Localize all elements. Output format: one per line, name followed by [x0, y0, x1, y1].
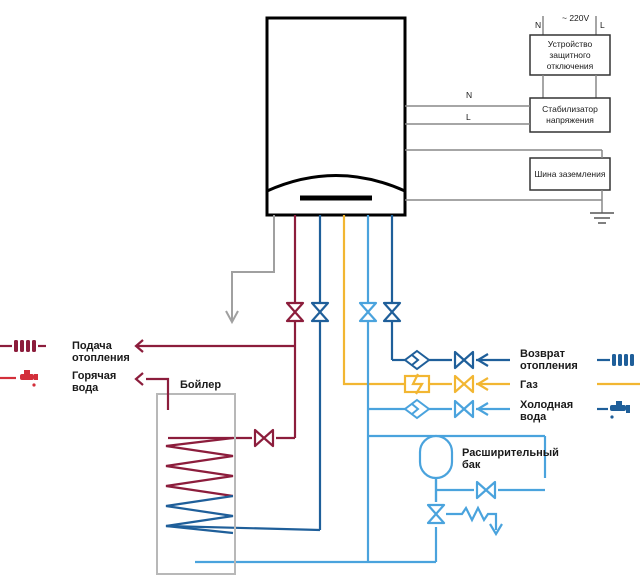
hot-water-label-2: вода: [72, 382, 99, 394]
condensate-drain: [225, 215, 275, 325]
cold-water-label-2: вода: [520, 411, 547, 423]
heating-return-label-2: отопления: [520, 360, 578, 372]
electrical-supply: ~ 220V N L Устройство защитного отключен…: [405, 13, 614, 224]
ground-icon: [590, 212, 614, 224]
ground-bus-label: Шина заземления: [535, 169, 606, 179]
n-input-label: N: [535, 20, 541, 30]
faucet-icon: [0, 370, 38, 387]
valve-icon[interactable]: [253, 428, 275, 448]
valve-icon[interactable]: [453, 399, 475, 419]
heating-return-label-1: Возврат: [520, 348, 566, 360]
valve-icon[interactable]: [382, 301, 402, 323]
l-output-label: L: [466, 112, 471, 122]
cold-water-line: [195, 215, 547, 564]
gas-boiler-unit: [265, 16, 407, 217]
gas-label: Газ: [520, 379, 538, 391]
valve-icon[interactable]: [426, 503, 446, 525]
l-input-label: L: [600, 20, 605, 30]
valve-icon[interactable]: [453, 374, 475, 394]
heating-supply-label-1: Подача: [72, 340, 113, 352]
radiator-icon: [597, 354, 634, 366]
hot-water-line: [134, 372, 170, 410]
heating-supply-line: [134, 215, 297, 440]
expansion-tank-label-1: Расширительный: [462, 447, 559, 459]
rcd-label-3: отключения: [547, 61, 594, 71]
expansion-tank-label-2: бак: [462, 459, 481, 471]
cold-water-label-1: Холодная: [520, 399, 573, 411]
heating-return-line: [318, 215, 510, 530]
boiler-tank: [156, 393, 236, 575]
radiator-icon: [0, 340, 46, 352]
n-output-label: N: [466, 90, 472, 100]
rcd-label-2: защитного: [549, 50, 591, 60]
valve-icon[interactable]: [475, 480, 497, 500]
rcd-label-1: Устройство: [548, 39, 593, 49]
filter-icon: [404, 399, 430, 419]
boiler-coil: [165, 436, 321, 535]
faucet-icon: [597, 401, 630, 419]
stabilizer-label-1: Стабилизатор: [542, 104, 598, 114]
stabilizer-label-2: напряжения: [546, 115, 594, 125]
heating-supply-label-2: отопления: [72, 352, 130, 364]
rcd-box: [529, 34, 611, 76]
stabilizer-box: [529, 97, 611, 133]
ground-bus-box: [529, 157, 611, 191]
expansion-tank: [418, 434, 454, 502]
valve-icon[interactable]: [453, 350, 475, 370]
valve-icon[interactable]: [358, 301, 378, 323]
valve-icon[interactable]: [310, 301, 330, 323]
hot-water-label-1: Горячая: [72, 370, 116, 382]
boiler-tank-label: Бойлер: [180, 379, 221, 391]
gas-line: [342, 215, 640, 395]
voltage-label: ~ 220V: [562, 13, 590, 23]
valve-icon[interactable]: [285, 301, 305, 323]
filter-icon: [404, 350, 430, 370]
